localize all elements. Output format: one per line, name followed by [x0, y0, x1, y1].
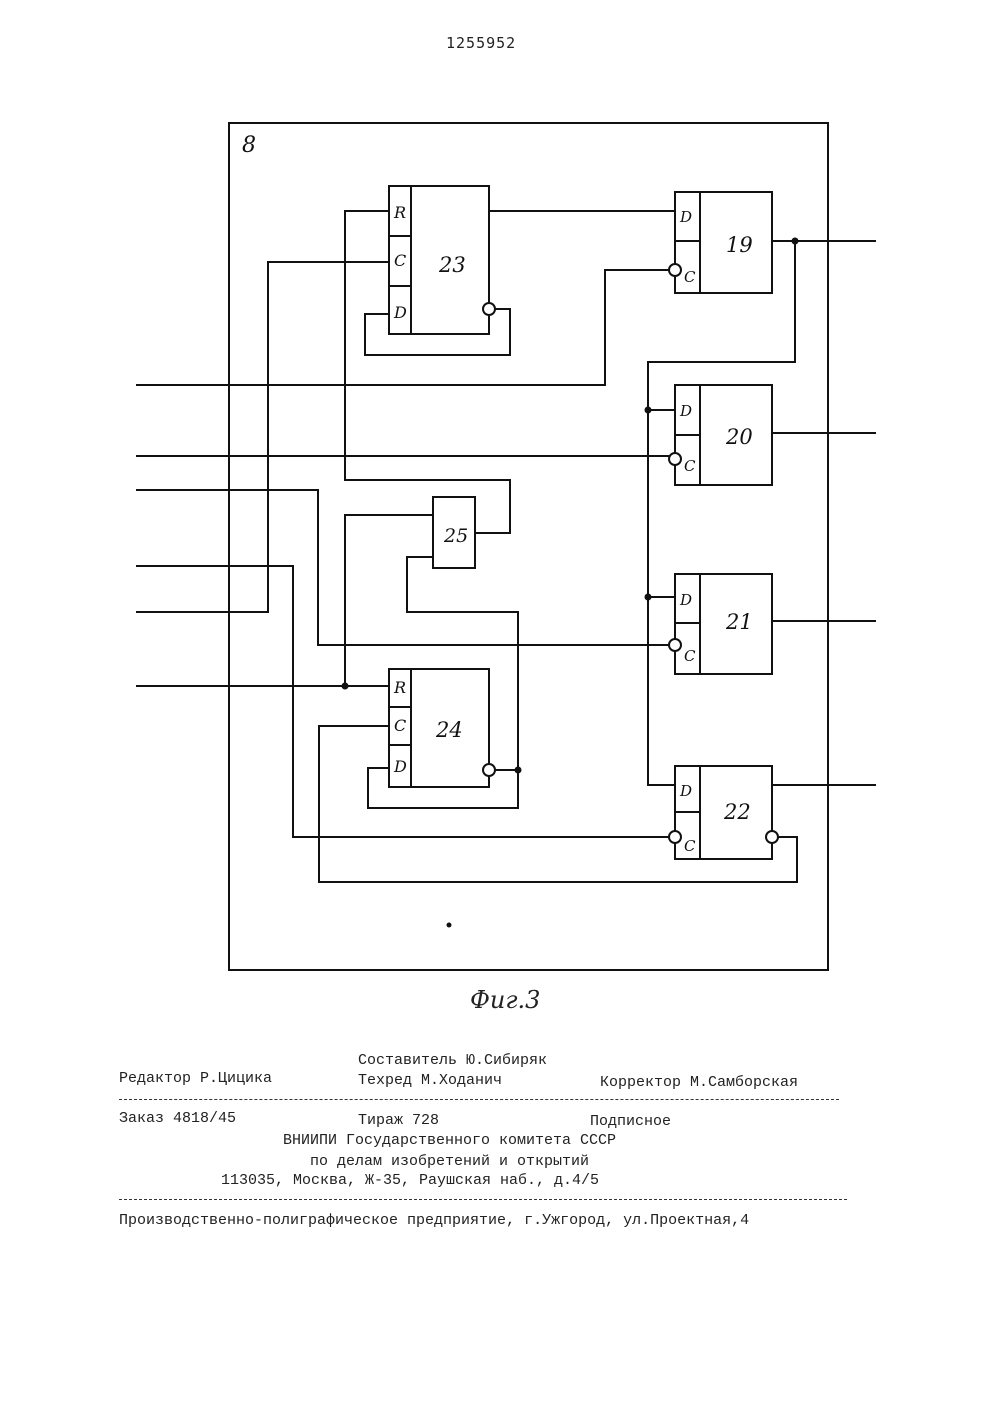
block-23-c-label: C: [394, 251, 406, 270]
block-25: 25: [433, 497, 475, 568]
composer-line: Составитель Ю.Сибиряк: [358, 1052, 547, 1069]
block-24-r-label: R: [393, 678, 406, 697]
block-19: D C 19: [669, 192, 772, 293]
block-23-r-label: R: [393, 203, 406, 222]
block-23: R C D 23: [389, 186, 495, 334]
block-24-d-label: D: [393, 757, 407, 776]
junction-dots: [342, 238, 799, 928]
divider-2: [119, 1199, 847, 1200]
block-20-d-label: D: [679, 402, 692, 420]
block-22-number: 22: [723, 800, 751, 824]
wires: [136, 211, 876, 882]
block-19-c-label: C: [684, 268, 696, 286]
block-20-number: 20: [725, 425, 753, 449]
subscription-line: Подписное: [590, 1113, 671, 1130]
block-22: D C 22: [669, 766, 778, 859]
corrector-line: Корректор М.Самборская: [600, 1074, 798, 1091]
outer-block-label: 8: [242, 133, 256, 158]
block-21-number: 21: [725, 610, 753, 634]
divider-1: [119, 1099, 839, 1100]
editor-line: Редактор Р.Цицика: [119, 1070, 272, 1087]
block-22-c-label: C: [684, 837, 696, 855]
block-24-number: 24: [435, 718, 463, 742]
block-20-c-label: C: [684, 457, 696, 475]
block-24: R C D 24: [389, 669, 495, 787]
order-line: Заказ 4818/45: [119, 1110, 236, 1127]
block-22-d-label: D: [679, 782, 692, 800]
block-20: D C 20: [669, 385, 772, 485]
block-21-c-label: C: [684, 647, 696, 665]
block-19-number: 19: [726, 233, 753, 257]
printer-line: Производственно-полиграфическое предприя…: [119, 1212, 749, 1229]
org-line-1: ВНИИПИ Государственного комитета СССР: [283, 1132, 616, 1149]
block-24-c-label: C: [394, 716, 406, 735]
figure-caption: Фиг.3: [470, 986, 540, 1014]
org-address: 113035, Москва, Ж-35, Раушская наб., д.4…: [221, 1172, 599, 1189]
block-23-d-label: D: [393, 303, 407, 322]
block-21: D C 21: [669, 574, 772, 674]
circuit-diagram: 8 R C D 23 R C D 24 25: [0, 0, 1000, 1000]
org-line-2: по делам изобретений и открытий: [310, 1153, 589, 1170]
block-19-d-label: D: [679, 208, 692, 226]
circulation-line: Тираж 728: [358, 1112, 439, 1129]
block-25-number: 25: [443, 525, 468, 547]
block-21-d-label: D: [679, 591, 692, 609]
techred-line: Техред М.Ходанич: [358, 1072, 502, 1089]
block-23-number: 23: [438, 253, 466, 277]
